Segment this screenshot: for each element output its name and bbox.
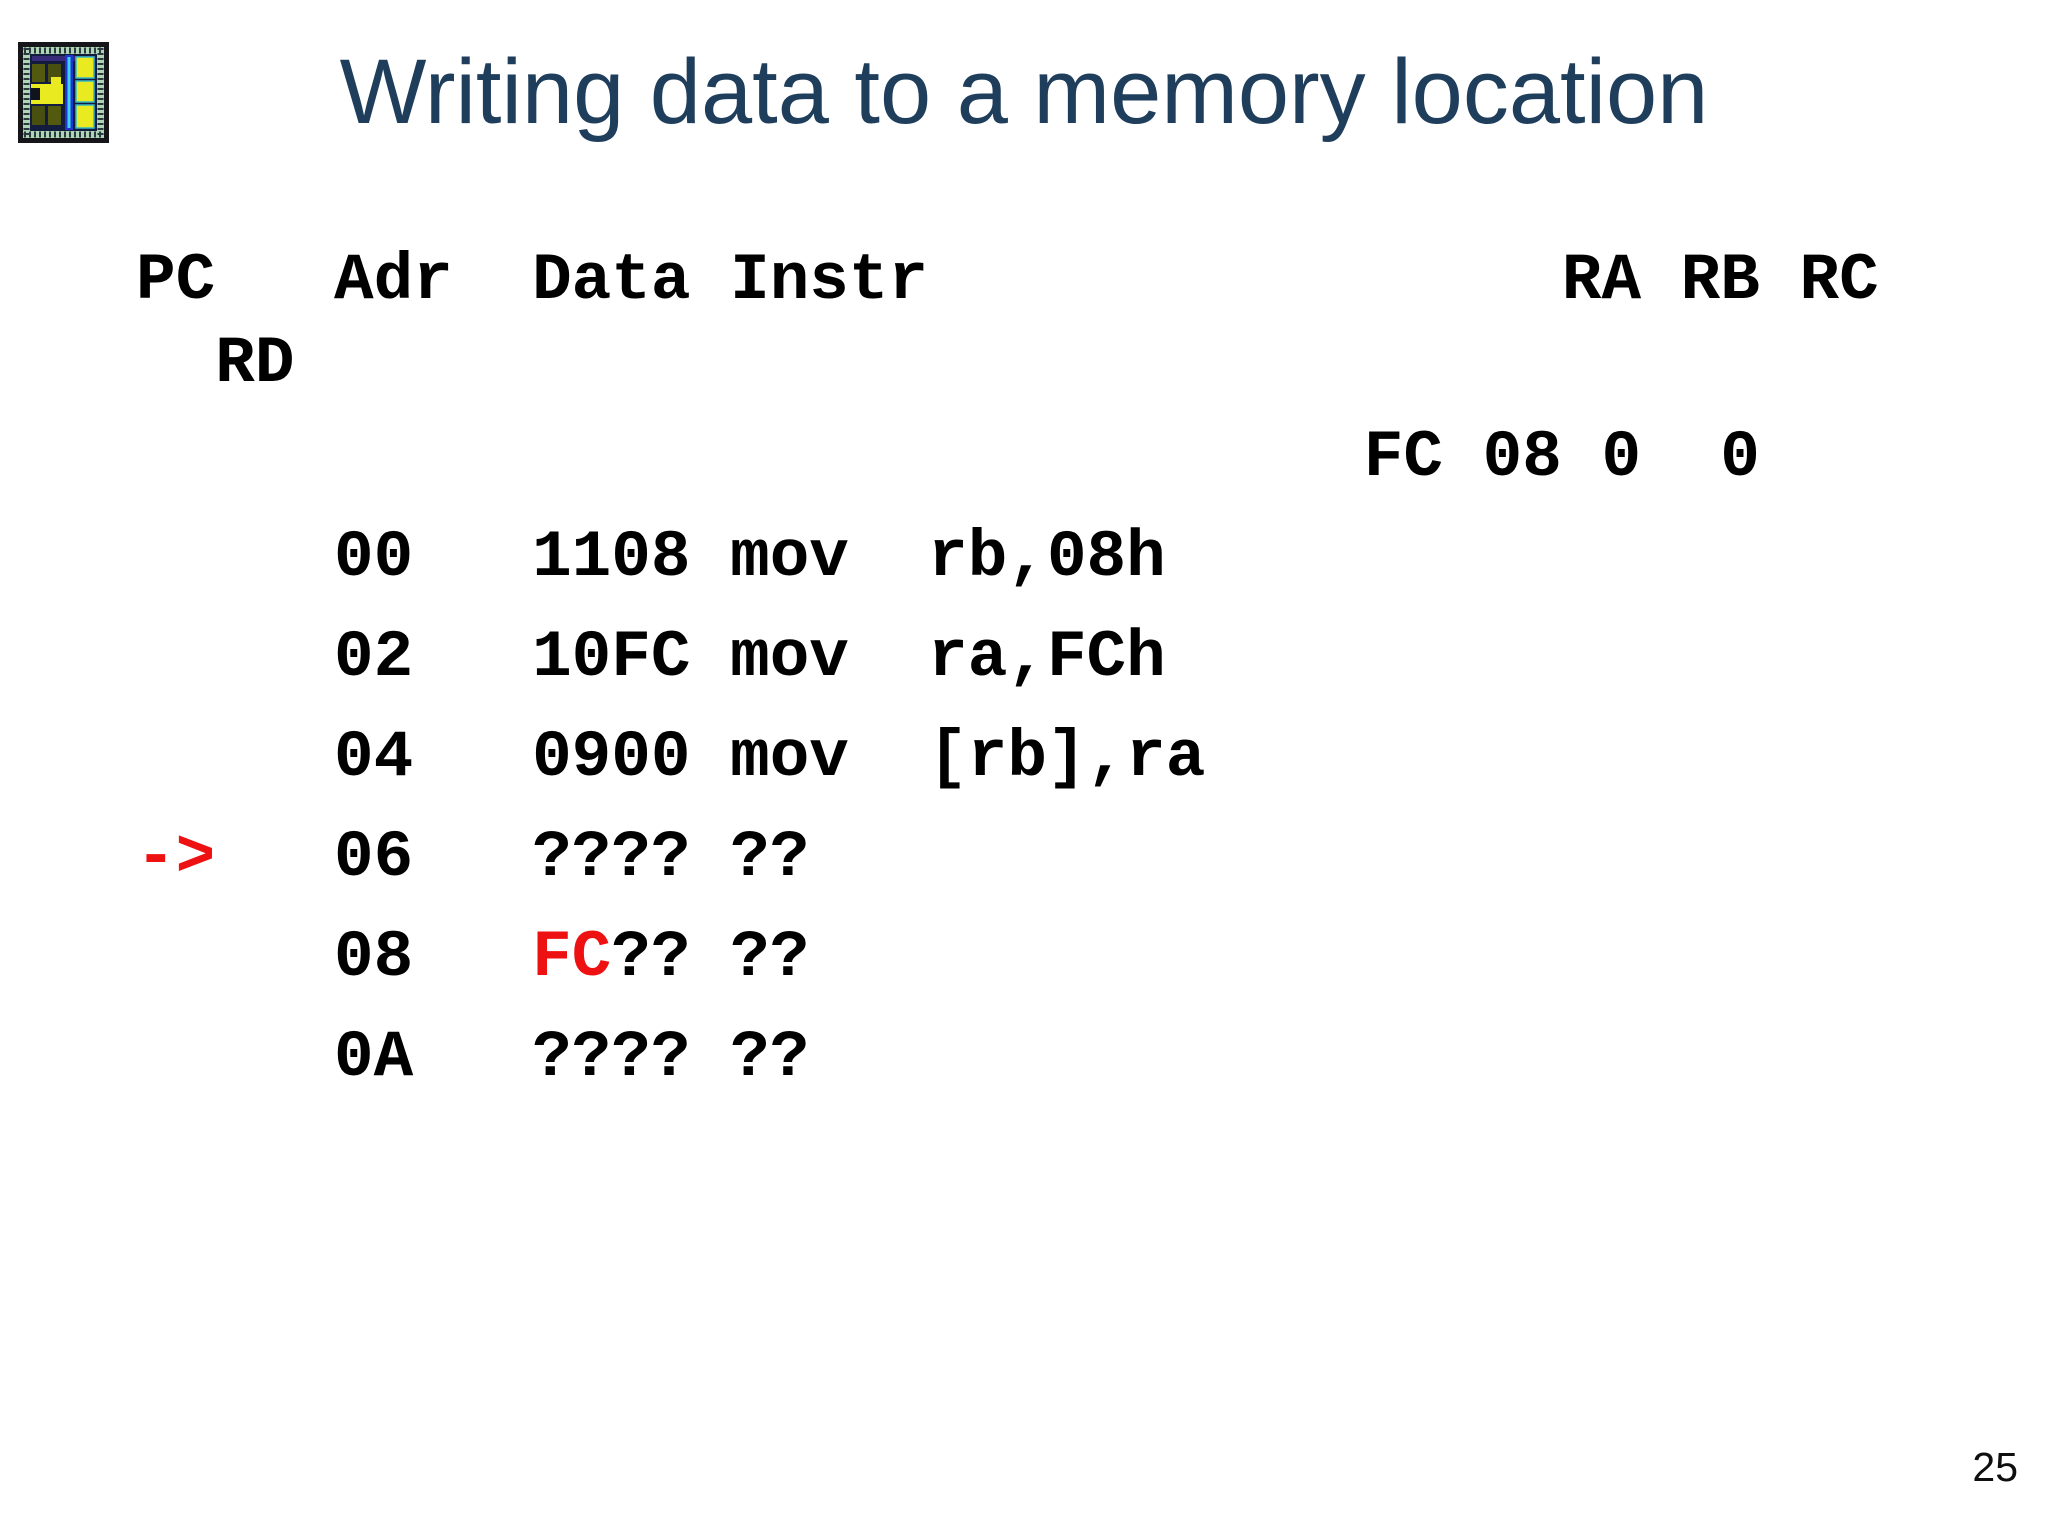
code-line: 00 1108 mov rb,08h (136, 508, 1760, 608)
listing-header: PC Adr Data Instr RA RB RC RD (136, 239, 1879, 405)
code-text: 00 1108 mov rb,08h (136, 520, 1166, 595)
code-line: 02 10FC mov ra,FCh (136, 608, 1760, 708)
highlighted-text: FC (532, 920, 612, 995)
code-text: RD (136, 326, 295, 401)
code-line: 0A ???? ?? (136, 1008, 1760, 1108)
code-line: RD (136, 322, 1879, 405)
code-line: -> 06 ???? ?? (136, 808, 1760, 908)
code-line: 04 0900 mov [rb],ra (136, 708, 1760, 808)
code-text: 04 0900 mov [rb],ra (136, 720, 1206, 795)
chip-die-icon (18, 42, 109, 143)
code-text: 06 ???? ?? (215, 820, 810, 895)
code-text: 08 (136, 920, 533, 995)
highlighted-text: -> (136, 820, 216, 895)
code-text: 02 10FC mov ra,FCh (136, 620, 1166, 695)
code-text: 0A ???? ?? (136, 1020, 810, 1095)
memory-trace-listing: FC 08 0 0 00 1108 mov rb,08h 02 10FC mov… (136, 408, 1760, 1108)
code-line: FC 08 0 0 (136, 408, 1760, 508)
code-line: PC Adr Data Instr RA RB RC (136, 239, 1879, 322)
code-line: 08 FC?? ?? (136, 908, 1760, 1008)
slide-title: Writing data to a memory location (339, 41, 1709, 143)
code-text: ?? ?? (611, 920, 810, 995)
code-text: PC Adr Data Instr RA RB RC (136, 243, 1879, 318)
code-text: FC 08 0 0 (136, 420, 1760, 495)
page-number: 25 (1972, 1444, 2018, 1490)
